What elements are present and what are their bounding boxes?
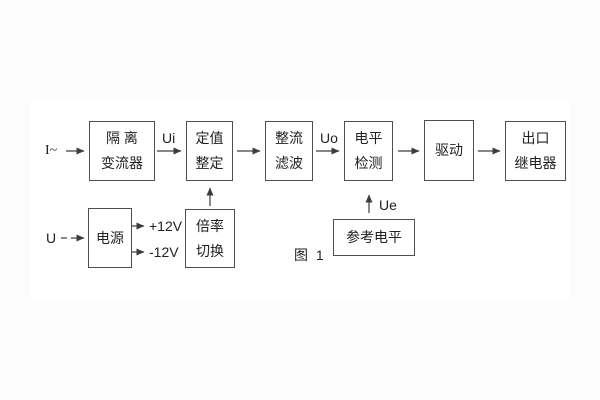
label-plus-12v: +12V bbox=[149, 218, 183, 234]
block-rectifier-filter-line2: 滤波 bbox=[275, 155, 303, 171]
block-power-supply: 电源 bbox=[88, 208, 132, 268]
label-input-current: I~ bbox=[45, 143, 58, 158]
block-reference-level: 参考电平 bbox=[333, 219, 415, 256]
label-minus-12v: -12V bbox=[149, 244, 179, 260]
block-setting-line2: 整定 bbox=[195, 155, 224, 171]
block-isolation-transformer-line2: 变流器 bbox=[101, 155, 143, 171]
block-rectifier-filter-line1: 整流 bbox=[275, 130, 303, 146]
block-ratio-switch: 倍率 切换 bbox=[185, 209, 235, 268]
block-output-relay-line1: 出口 bbox=[521, 130, 550, 146]
block-output-relay-line2: 继电器 bbox=[514, 155, 557, 171]
block-isolation-transformer-line1: 隔 离 bbox=[106, 130, 138, 146]
block-ratio-switch-line1: 倍率 bbox=[196, 217, 224, 234]
block-ratio-switch-line2: 切换 bbox=[196, 242, 224, 259]
label-ue: Ue bbox=[379, 197, 397, 213]
block-isolation-transformer: 隔 离 变流器 bbox=[89, 121, 155, 181]
block-level-detector: 电平 检测 bbox=[344, 121, 393, 181]
block-level-detector-line1: 电平 bbox=[354, 130, 383, 146]
block-setting: 定值 整定 bbox=[186, 121, 233, 181]
block-drive-label: 驱动 bbox=[435, 142, 463, 158]
figure-caption: 图 1 bbox=[294, 247, 326, 263]
block-level-detector-line2: 检测 bbox=[354, 155, 383, 171]
block-output-relay: 出口 继电器 bbox=[505, 121, 566, 181]
block-rectifier-filter: 整流 滤波 bbox=[265, 121, 313, 181]
label-uo: Uo bbox=[320, 130, 338, 146]
label-ui: Ui bbox=[162, 130, 176, 146]
block-reference-level-label: 参考电平 bbox=[346, 229, 402, 245]
label-input-voltage: U bbox=[46, 230, 57, 246]
block-power-supply-label: 电源 bbox=[96, 229, 124, 246]
block-drive: 驱动 bbox=[424, 120, 474, 181]
block-setting-line1: 定值 bbox=[195, 130, 224, 146]
